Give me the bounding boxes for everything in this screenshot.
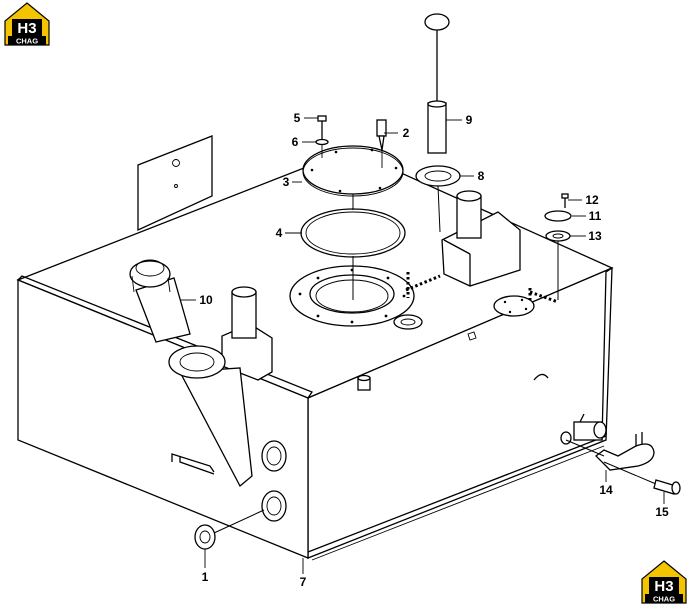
assembly-centerline [565,439,605,457]
top-port-plate [493,295,535,317]
callout-15: 15 [655,505,669,519]
level-sender-float [424,13,450,154]
mounting-bracket-plate [137,135,213,232]
drain-cap-parts [544,193,572,300]
lifting-handle [171,453,215,473]
brand-logo-bottom-right: H3 CHAG [641,560,687,604]
logo-letters: H3 [17,20,36,37]
hidden-connection [405,274,441,292]
callout-3: 3 [283,175,290,189]
logo-sub: CHAG [16,37,38,46]
callout-12: 12 [585,193,599,207]
assembly-centerline [603,461,657,485]
tank-body [16,149,614,561]
brand-logo-top-left: H3 CHAG [4,2,50,46]
callout-5: 5 [294,111,301,125]
filler-cap-strainer [129,259,191,343]
top-pipe-stub [393,314,423,330]
leader-lines [180,117,665,574]
breather-tower-left [221,286,273,381]
small-marker [467,331,477,341]
hose-clamp-strap [595,432,655,471]
hose-clip [533,373,549,381]
callout-4: 4 [276,226,283,240]
assembly-centerline [213,509,265,534]
drain-valve [560,413,607,445]
callout-11: 11 [589,209,602,223]
tank-opening-flange [289,265,415,327]
filler-housing-right [441,190,521,287]
callout-7: 7 [300,575,307,589]
callout-9: 9 [466,113,473,127]
clamp-bolt [653,479,681,495]
callout-6: 6 [292,135,299,149]
assembly-centerline [437,185,441,233]
callout-8: 8 [478,169,485,183]
filler-neck-pipe [168,345,253,488]
lifting-handle [179,456,215,475]
vent-fitting [357,374,371,391]
side-port-upper [261,440,287,472]
side-port-lower [261,490,287,522]
callout-1: 1 [202,570,209,584]
logo-letters: H3 [654,578,673,595]
sender-bolt [376,119,387,168]
drain-plug [194,524,216,550]
callout-2: 2 [403,126,410,140]
logo-sub: CHAG [653,595,675,604]
callout-14: 14 [599,483,613,497]
callout-13: 13 [588,229,602,243]
level-sender-seal [415,165,461,187]
callout-10: 10 [199,293,213,307]
